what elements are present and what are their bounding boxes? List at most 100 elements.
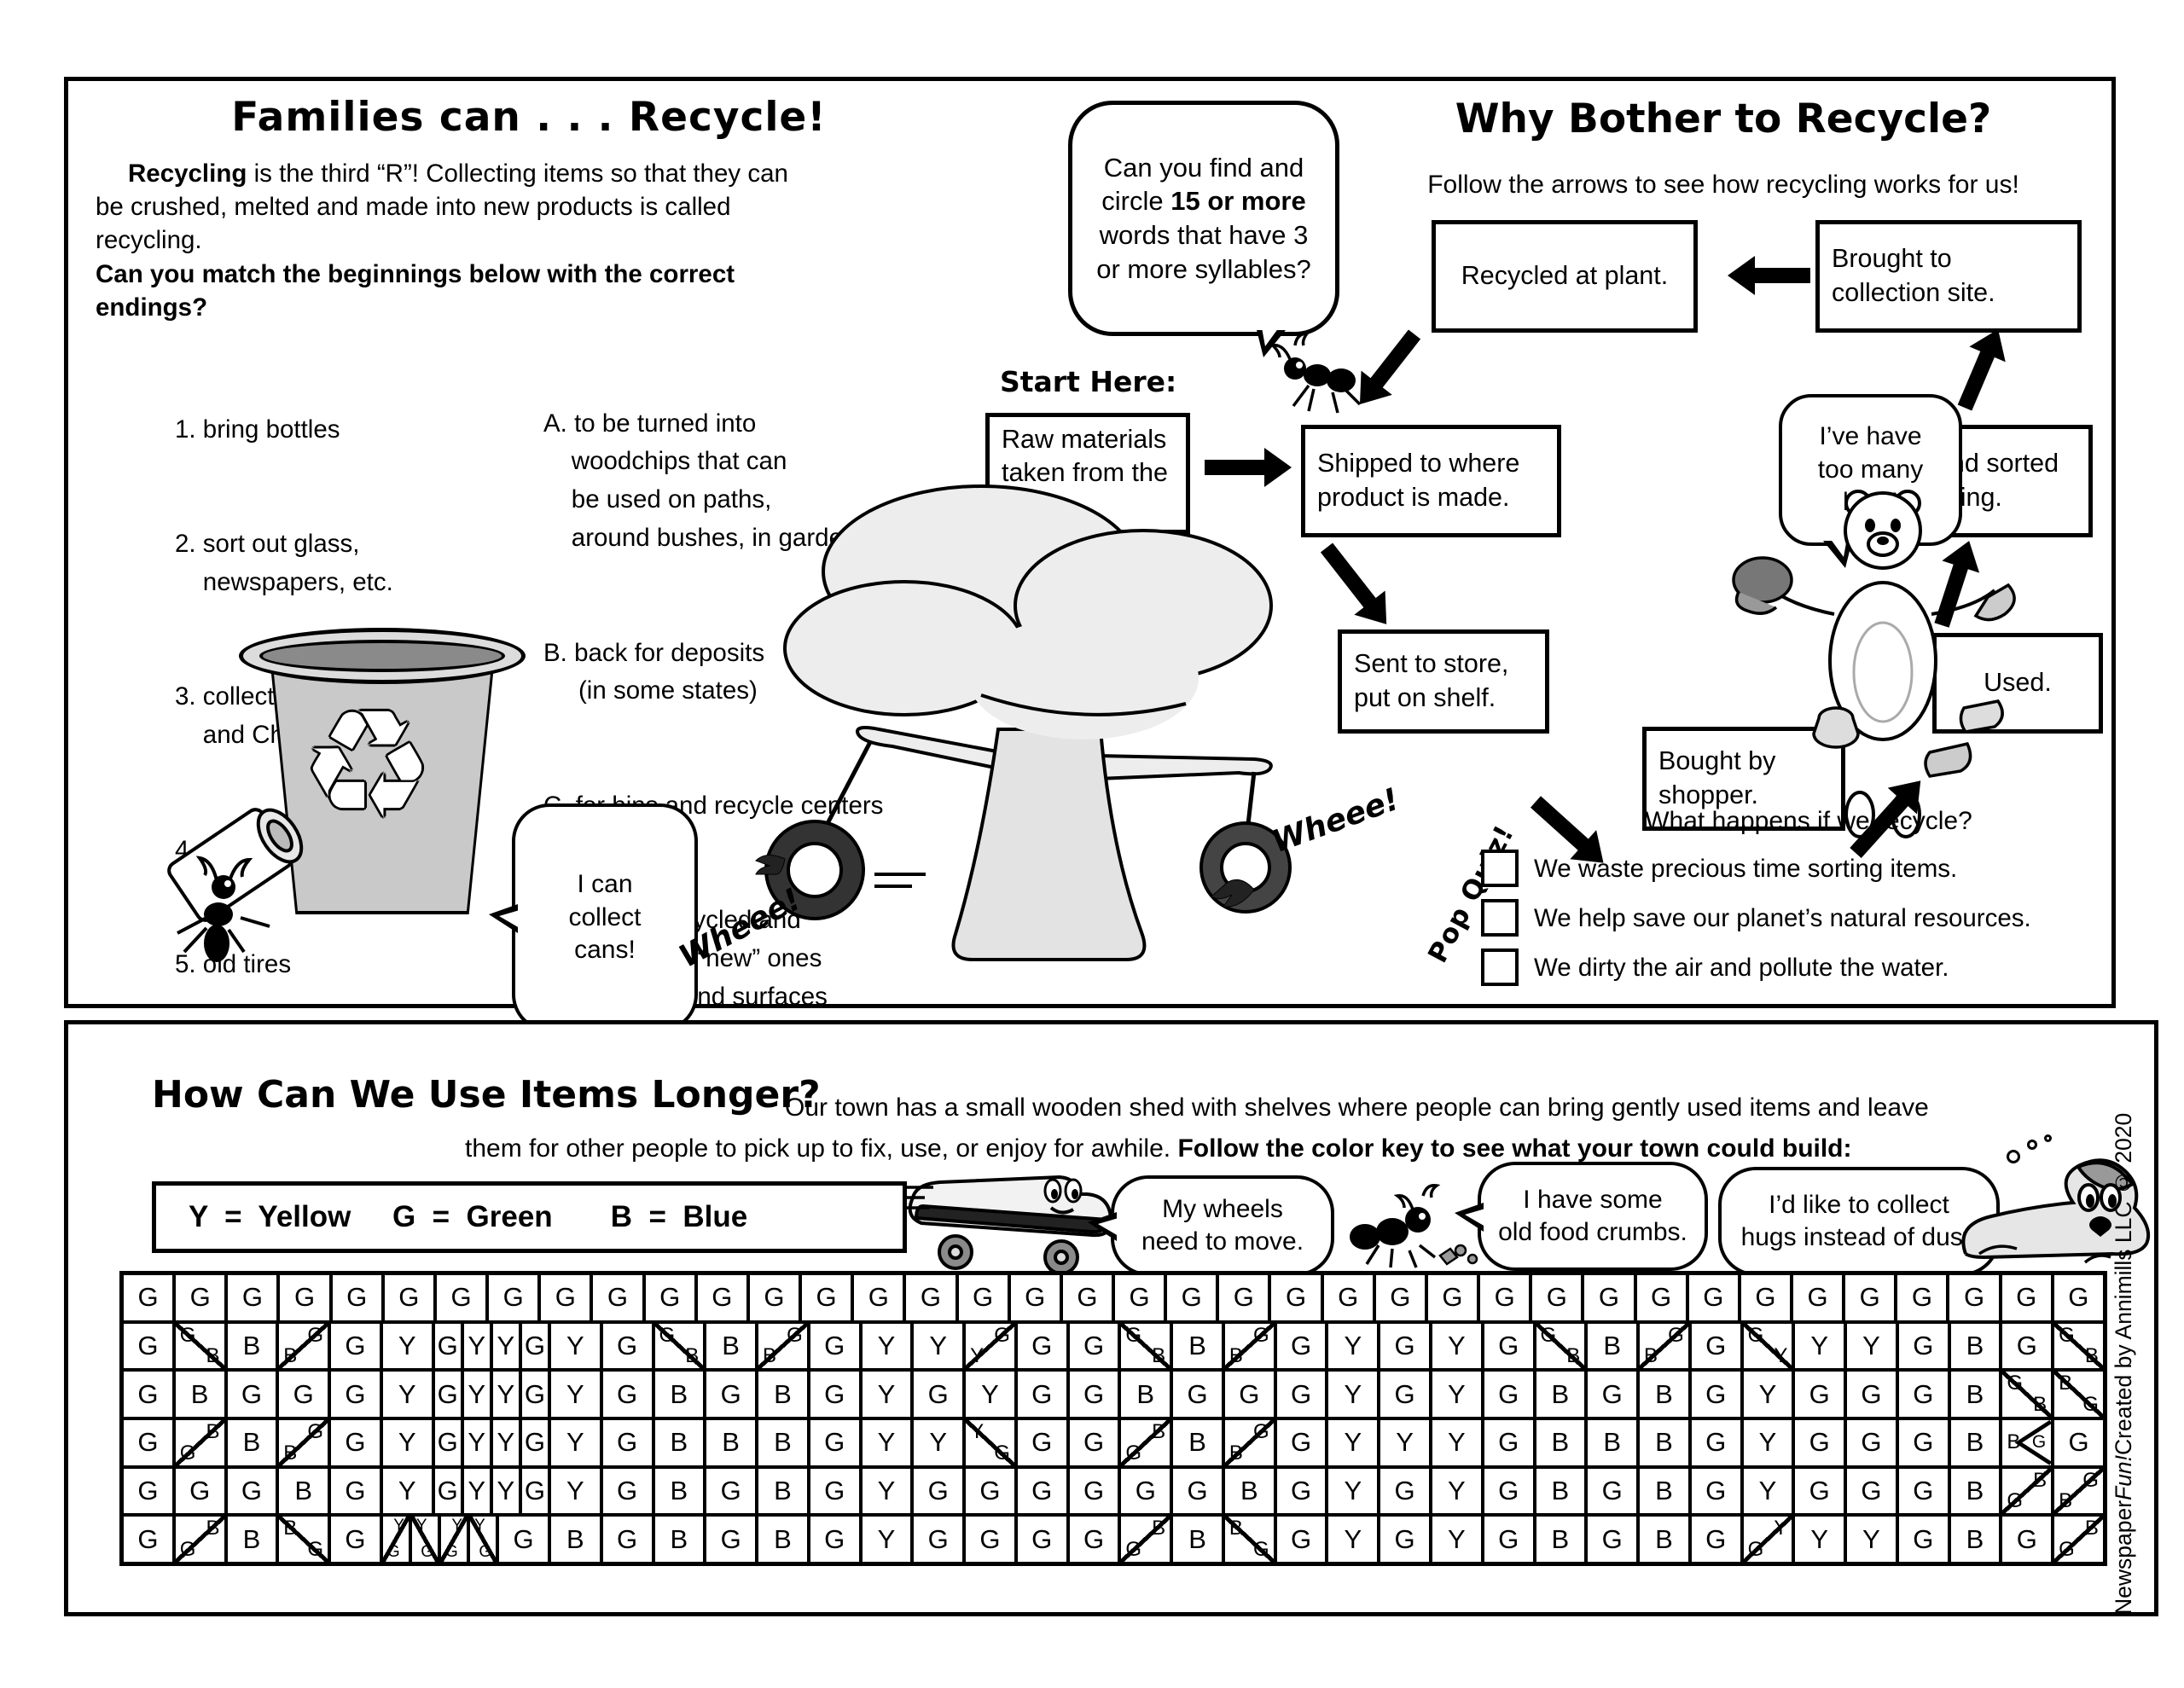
grid-cell[interactable]: G [1426, 1273, 1479, 1322]
grid-cell[interactable]: Y [549, 1321, 601, 1371]
grid-cell[interactable]: G [1321, 1273, 1374, 1322]
grid-cell[interactable]: B [1949, 1321, 2001, 1371]
grid-cell[interactable]: G [1689, 1418, 1742, 1467]
grid-cell[interactable]: G [2053, 1418, 2105, 1467]
grid-cell[interactable]: Y [1327, 1370, 1380, 1419]
grid-cell[interactable]: G [1583, 1273, 1635, 1322]
grid-cell[interactable]: G [122, 1273, 175, 1322]
grid-cell[interactable]: B [757, 1515, 809, 1564]
grid-cell[interactable]: G [1269, 1273, 1322, 1322]
grid-cell[interactable]: G [1792, 1273, 1844, 1322]
grid-cell[interactable]: G [1845, 1370, 1897, 1419]
grid-cell[interactable]: Y [860, 1418, 913, 1467]
grid-cell[interactable]: Y [1430, 1466, 1483, 1516]
grid-cell[interactable]: G [1275, 1321, 1327, 1371]
grid-cell[interactable]: G [601, 1370, 653, 1419]
grid-cell[interactable]: G [122, 1466, 174, 1516]
grid-cell[interactable]: G [1067, 1321, 1120, 1371]
quiz-checkbox-2[interactable] [1481, 899, 1519, 937]
grid-cell[interactable]: G [122, 1321, 174, 1371]
grid-cell[interactable]: G [1275, 1466, 1327, 1516]
grid-cell[interactable]: B [225, 1321, 278, 1371]
grid-cell[interactable]: G [956, 1273, 1009, 1322]
grid-cell[interactable]: G [497, 1515, 549, 1564]
grid-cell[interactable]: Y [1430, 1515, 1483, 1564]
grid-cell[interactable]: B [1171, 1321, 1223, 1371]
grid-cell[interactable]: G [520, 1321, 549, 1371]
grid-cell[interactable]: G [433, 1370, 462, 1419]
grid-cell[interactable]: G [964, 1515, 1016, 1564]
grid-cell[interactable]: B [653, 1370, 706, 1419]
quiz-checkbox-1[interactable] [1481, 850, 1519, 887]
grid-cell[interactable]: Y [860, 1321, 913, 1371]
grid-cell[interactable]: G [2052, 1273, 2105, 1322]
grid-cell[interactable]: Y [860, 1370, 913, 1419]
grid-cell[interactable]: G [964, 1466, 1016, 1516]
grid-cell[interactable]: G [747, 1273, 801, 1322]
grid-cell[interactable]: B [1949, 1370, 2001, 1419]
grid-cell[interactable]: G [520, 1370, 549, 1419]
grid-cell[interactable]: G [1793, 1370, 1846, 1419]
grid-cell[interactable]: G [1119, 1466, 1172, 1516]
grid-cell[interactable]: G [601, 1321, 653, 1371]
grid-cell[interactable]: B [1586, 1418, 1639, 1467]
grid-cell[interactable]: G [1067, 1418, 1120, 1467]
grid-cell[interactable]: G [122, 1515, 174, 1564]
grid-cell[interactable]: G [2001, 1321, 2053, 1371]
grid-cell[interactable]: G [520, 1418, 549, 1467]
grid-cell[interactable]: Y [549, 1418, 601, 1467]
grid-cell[interactable]: G [591, 1273, 644, 1322]
grid-cell[interactable]: G [539, 1273, 592, 1322]
grid-cell[interactable]: B [653, 1418, 706, 1467]
grid-cell[interactable]: G [1896, 1370, 1949, 1419]
grid-cell[interactable]: G [904, 1273, 957, 1322]
grid-cell[interactable]: B [1638, 1515, 1690, 1564]
quiz-checkbox-3[interactable] [1481, 948, 1519, 986]
grid-cell[interactable]: Y [1327, 1515, 1380, 1564]
grid-cell[interactable]: Y [1327, 1321, 1380, 1371]
grid-cell[interactable]: B [1949, 1418, 2001, 1467]
grid-cell[interactable]: Y [549, 1466, 601, 1516]
grid-cell[interactable]: G [1586, 1515, 1639, 1564]
grid-cell[interactable]: G [1379, 1321, 1431, 1371]
grid-cell[interactable]: G [1482, 1418, 1535, 1467]
grid-cell[interactable]: Y [1741, 1418, 1794, 1467]
grid-cell[interactable]: G [705, 1466, 758, 1516]
grid-cell[interactable]: Y [491, 1370, 520, 1419]
grid-cell[interactable]: G [329, 1515, 381, 1564]
grid-cell[interactable]: G [520, 1466, 549, 1516]
grid-cell[interactable]: Y [1430, 1370, 1483, 1419]
grid-cell[interactable]: G [329, 1466, 381, 1516]
grid-cell[interactable]: G [433, 1321, 462, 1371]
grid-cell[interactable]: G [808, 1466, 861, 1516]
grid-cell[interactable]: Y [380, 1321, 433, 1371]
grid-cell[interactable]: Y [1793, 1515, 1846, 1564]
grid-cell[interactable]: G [601, 1515, 653, 1564]
grid-cell[interactable]: G [329, 1321, 381, 1371]
grid-cell[interactable]: G [1223, 1370, 1275, 1419]
grid-cell[interactable]: B [1638, 1466, 1690, 1516]
grid-cell[interactable]: Y [491, 1466, 520, 1516]
grid-cell[interactable]: G [433, 1466, 462, 1516]
grid-cell[interactable]: G [487, 1273, 540, 1322]
grid-cell[interactable]: B [757, 1418, 809, 1467]
grid-cell[interactable]: Y [462, 1370, 491, 1419]
grid-cell[interactable]: G [1896, 1515, 1949, 1564]
grid-cell[interactable]: B [757, 1466, 809, 1516]
grid-cell[interactable]: G [1482, 1466, 1535, 1516]
grid-cell[interactable]: G [1687, 1273, 1740, 1322]
grid-cell[interactable]: B [1119, 1370, 1172, 1419]
grid-cell[interactable]: B [225, 1515, 278, 1564]
